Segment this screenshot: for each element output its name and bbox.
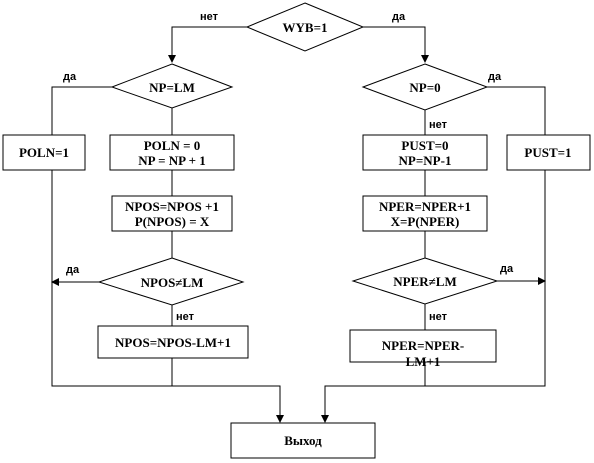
process-npos-inc-line1: NPOS=NPOS +1	[125, 199, 219, 214]
connector-nplm-yes	[51, 86, 112, 135]
connector-np0-yes	[487, 86, 546, 135]
decision-npos-ne-lm	[97, 257, 245, 306]
decision-np-lm	[110, 63, 234, 109]
process-pust-reset-line1: PUST=0	[401, 138, 448, 153]
process-poln-set-text: POLN=1	[19, 145, 69, 160]
decision-nper-ne-lm-text: NPER≠LM	[393, 274, 456, 289]
process-nper-inc-line1: NPER=NPER+1	[379, 199, 471, 214]
decision-nper-ne-lm	[351, 257, 499, 305]
label-nper-yes: да	[500, 263, 514, 275]
process-pust-set-text: PUST=1	[524, 145, 571, 160]
connector-right-bus	[321, 170, 546, 423]
process-pust-reset	[362, 134, 488, 171]
process-npos-inc-line2: P(NPOS) = X	[135, 214, 210, 229]
process-npos-inc	[111, 195, 233, 232]
label-npos-no: нет	[176, 311, 195, 323]
process-nper-inc-line2: X=P(NPER)	[391, 214, 460, 229]
terminal-exit	[230, 422, 376, 459]
terminal-exit-text: Выход	[284, 433, 322, 448]
process-nper-inc	[362, 195, 488, 232]
decision-np-0	[361, 63, 489, 111]
label-nper-no: нет	[429, 311, 448, 323]
process-pust-reset-line2: NP=NP-1	[399, 153, 452, 168]
decision-wyb	[245, 2, 365, 52]
decision-np-0-text: NP=0	[409, 80, 440, 95]
process-poln-reset-line1: POLN = 0	[144, 138, 201, 153]
process-poln-reset-line2: NP = NP + 1	[138, 153, 206, 168]
label-nplm-yes: да	[63, 71, 77, 83]
process-nper-wrap	[349, 329, 497, 363]
process-poln-set	[2, 134, 86, 171]
process-poln-reset	[109, 134, 235, 171]
label-wyb-no: нет	[200, 11, 219, 23]
process-npos-wrap-text: NPOS=NPOS-LM+1	[115, 335, 231, 350]
process-nper-wrap-line2: LM+1	[406, 354, 441, 369]
decision-npos-ne-lm-text: NPOS≠LM	[141, 275, 204, 290]
label-np0-no: нет	[429, 119, 448, 131]
decision-wyb-text: WYB=1	[283, 20, 328, 35]
process-pust-set	[506, 134, 591, 171]
label-npos-yes: да	[66, 264, 80, 276]
connector-wyb-yes	[363, 26, 429, 63]
connector-wyb-no	[168, 26, 247, 63]
label-np0-yes: да	[488, 71, 502, 83]
process-nper-wrap-line1: NPER=NPER-	[382, 338, 465, 353]
label-wyb-yes: да	[392, 11, 406, 23]
connector-left-bus	[51, 170, 284, 423]
decision-np-lm-text: NP=LM	[149, 80, 195, 95]
process-npos-wrap	[97, 325, 249, 359]
